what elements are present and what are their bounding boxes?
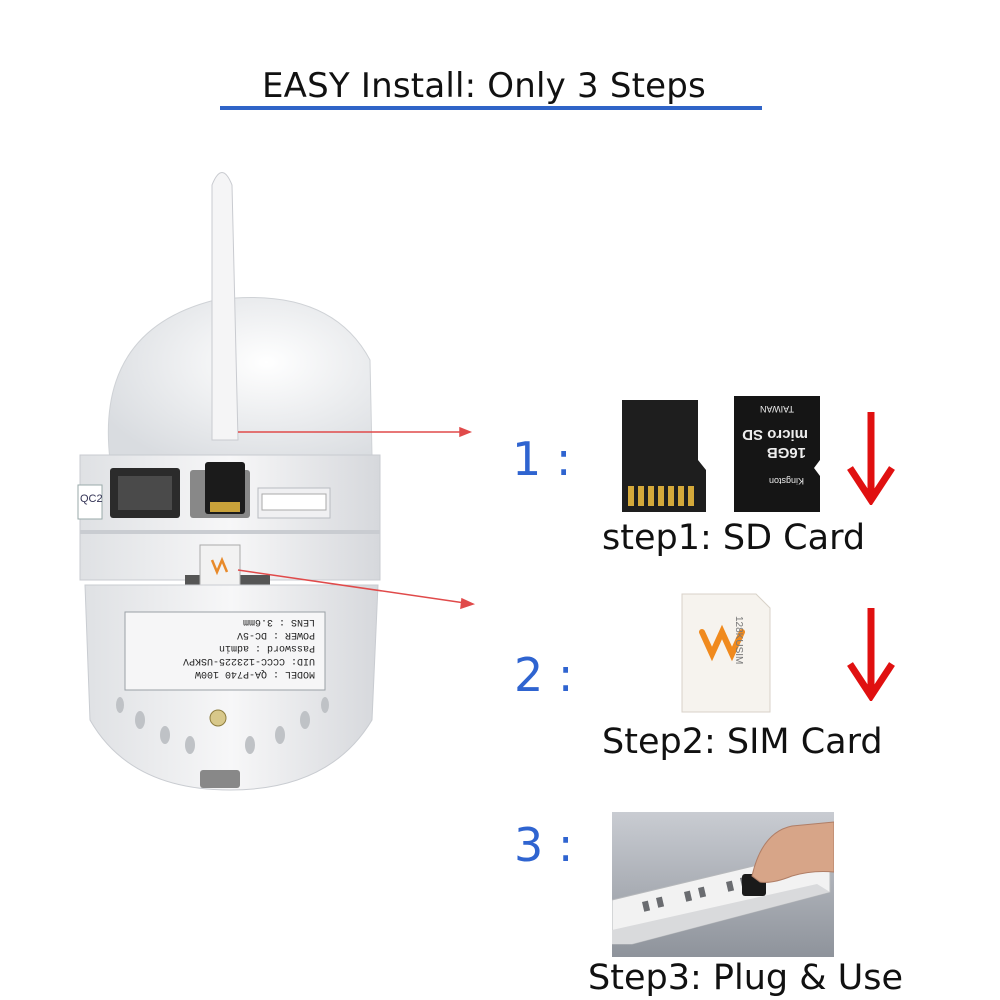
step-1-number: 1 : (512, 432, 572, 486)
power-strip-photo (612, 812, 834, 957)
step-1-caption: step1: SD Card (602, 518, 866, 558)
mount-screw (209, 709, 227, 727)
arrow-down-icon-1 (847, 412, 895, 505)
spec-label (124, 611, 326, 691)
step-3-caption: Step3: Plug & Use (588, 958, 904, 998)
svg-text:UID: CCCC-123225-USKPV: UID: CCCC-123225-USKPV (183, 655, 315, 666)
camera-illustration: QC2 MODEL : QA-P740 100W UID: CCCC-12322… (77, 172, 476, 791)
svg-text:MODEL : QA-P740 100W: MODEL : QA-P740 100W (195, 668, 315, 679)
arrow-down-icon-2 (847, 608, 895, 701)
svg-text:128KUSIM: 128KUSIM (733, 616, 744, 664)
hand (751, 821, 834, 883)
camera-dome (107, 297, 373, 461)
svg-text:POWER : DC-5V: POWER : DC-5V (237, 629, 315, 640)
title-underline (220, 106, 762, 110)
antenna (211, 172, 239, 441)
svg-text:Password : admin: Password : admin (219, 642, 315, 654)
step-2-caption: Step2: SIM Card (602, 722, 883, 762)
pointer-line-2 (237, 569, 466, 604)
sim-card-icon: 128KUSIM (681, 593, 771, 713)
svg-text:16GB: 16GB (767, 444, 806, 461)
svg-text:micro SD: micro SD (742, 426, 808, 443)
sd-card-in-slot (205, 462, 245, 514)
camera-badge-text: QC2 (80, 493, 103, 505)
sd-card-icon: Kingston 16GB micro SD TAIWAN (622, 396, 820, 512)
page-title: EASY Install: Only 3 Steps (262, 66, 706, 106)
svg-text:Kingston: Kingston (769, 476, 804, 486)
step-2-number: 2 : (514, 648, 574, 702)
svg-text:TAIWAN: TAIWAN (760, 404, 794, 414)
svg-text:LENS : 3.6mm: LENS : 3.6mm (243, 616, 315, 627)
step-3-number: 3 : (514, 818, 574, 872)
